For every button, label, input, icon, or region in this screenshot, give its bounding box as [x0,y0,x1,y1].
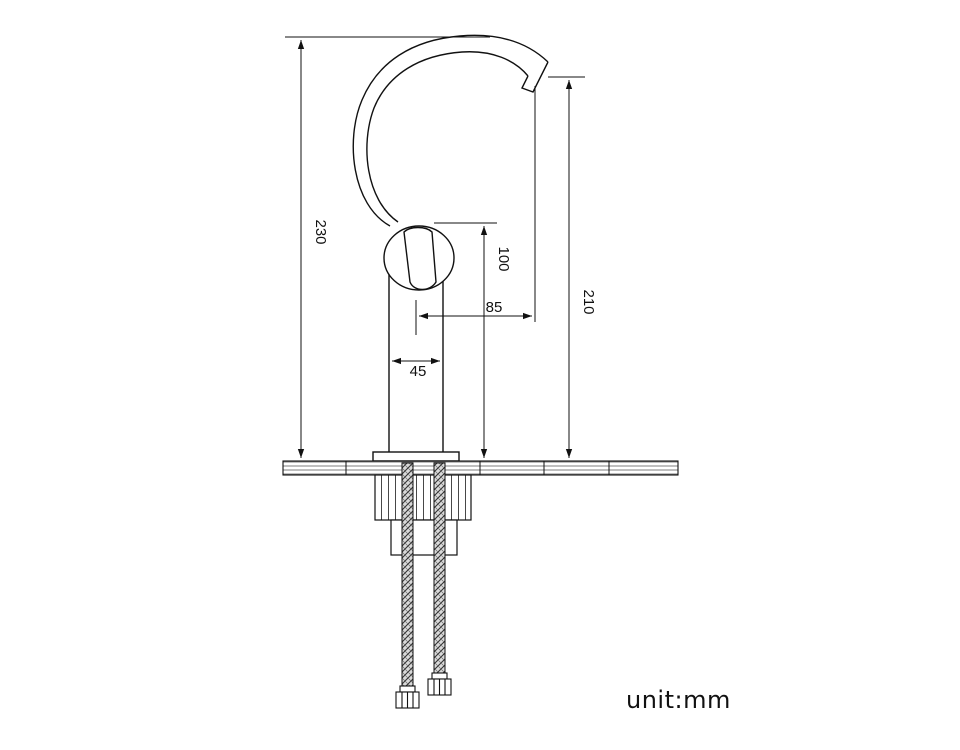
deck-plate-seams [345,461,610,475]
dimension-230-label: 230 [312,219,329,244]
mounting-shank [390,519,458,556]
hose-fitting-left [395,685,420,709]
dimension-lines [285,36,585,458]
handle-lever [403,226,437,291]
spout-outer-curve [352,34,549,227]
dimension-210-label: 210 [580,289,597,314]
lock-nut [374,474,472,521]
dimension-85-label: 85 [486,299,503,316]
dimension-100-label: 100 [495,246,512,271]
hose-fitting-right [427,672,452,696]
hose-right [433,462,446,676]
spout-inner-curve [366,51,529,223]
faucet-drawing [352,34,549,462]
hose-left [401,462,414,689]
base-flange [372,451,460,462]
spout-tip [521,61,549,93]
unit-label: unit:mm [626,686,731,714]
dimension-45-label: 45 [410,363,427,380]
